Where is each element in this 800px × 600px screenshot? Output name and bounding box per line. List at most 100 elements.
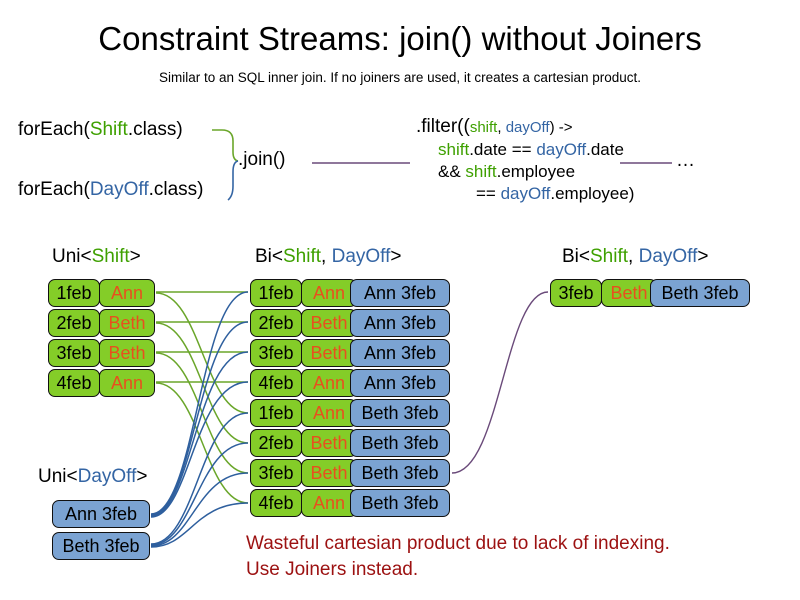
uni-shift-type: Shift <box>91 246 130 267</box>
bi-right-type-a: Shift <box>590 246 629 267</box>
shift-cell-employee: Ann <box>99 369 155 397</box>
filter-line-3: && shift.employee <box>416 161 634 183</box>
product-cell-date: 2feb <box>250 429 302 457</box>
product-cell-date-text: 3feb <box>258 463 294 483</box>
product-cell-date: 1feb <box>250 399 302 427</box>
caption-uni-shift: Uni<Shift> <box>52 246 141 268</box>
filter-line-2: shift.date == dayOff.date <box>416 139 634 161</box>
dayoff-cell: Ann 3feb <box>52 500 150 528</box>
bi-center-type-a: Shift <box>283 246 322 267</box>
bi-center-post: > <box>390 246 402 267</box>
filter-comma: , <box>497 119 506 136</box>
warning-text: Wasteful cartesian product due to lack o… <box>246 531 706 583</box>
filter-open: .filter(( <box>416 116 470 137</box>
bi-center-sep: , <box>321 246 332 267</box>
filter-l3-shift: shift <box>465 162 497 181</box>
product-cell-date: 2feb <box>250 309 302 337</box>
product-cell-employee-text: Ann <box>312 373 346 393</box>
shift-cell-date-text: 4feb <box>56 373 92 393</box>
bi-right-type-b: DayOff <box>638 246 698 267</box>
shift-cell-employee-text: Ann <box>110 373 144 393</box>
bi-center-type-b: DayOff <box>331 246 391 267</box>
filter-l2-dayoff: dayOff <box>536 140 587 159</box>
shift-cell-employee-text: Beth <box>108 313 146 333</box>
page-title: Constraint Streams: join() without Joine… <box>98 20 702 57</box>
filter-l4-eq: == <box>476 184 501 203</box>
product-cell-date: 1feb <box>250 279 302 307</box>
shift-cell-date-text: 3feb <box>56 343 92 363</box>
product-cell-dayoff-text: Beth 3feb <box>361 403 439 423</box>
uni-dayoff-post: > <box>136 466 148 487</box>
dayoff-cell: Beth 3feb <box>52 532 150 560</box>
product-cell-date: 4feb <box>250 489 302 517</box>
product-cell-dayoff: Ann 3feb <box>350 309 450 337</box>
product-cell-employee: Beth <box>301 429 357 457</box>
shift-cell-employee-text: Beth <box>108 343 146 363</box>
shift-cell-date: 1feb <box>48 279 100 307</box>
code-ellipsis: … <box>676 150 696 171</box>
code-join-label: .join() <box>238 149 286 170</box>
product-cell-employee-text: Ann <box>312 283 346 303</box>
warning-line-2: Use Joiners instead. <box>246 559 419 580</box>
product-cell-date-text: 1feb <box>258 403 294 423</box>
uni-shift-pre: Uni< <box>52 246 92 267</box>
shift-cell-employee-text: Ann <box>110 283 144 303</box>
uni-shift-post: > <box>129 246 141 267</box>
product-cell-employee: Beth <box>301 309 357 337</box>
filter-l2-end: .date <box>586 140 624 159</box>
filter-l2-shift: shift <box>438 140 470 159</box>
code-filter-block: .filter((shift, dayOff) ->shift.date == … <box>416 116 634 205</box>
foreach-dayoff-suffix: .class) <box>148 179 204 200</box>
uni-dayoff-pre: Uni< <box>38 466 78 487</box>
filter-line-1: .filter((shift, dayOff) -> <box>416 116 573 137</box>
dayoff-cell-text: Beth 3feb <box>62 536 140 556</box>
foreach-shift-suffix: .class) <box>127 119 183 140</box>
result-cell-employee-text: Beth <box>610 283 648 303</box>
product-cell-employee: Beth <box>301 339 357 367</box>
product-cell-dayoff-text: Ann 3feb <box>363 313 437 333</box>
bi-right-post: > <box>697 246 709 267</box>
product-cell-date-text: 4feb <box>258 493 294 513</box>
result-cell-date: 3feb <box>550 279 602 307</box>
product-cell-date-text: 1feb <box>258 283 294 303</box>
product-cell-date-text: 2feb <box>258 433 294 453</box>
foreach-dayoff-prefix: forEach( <box>18 179 90 200</box>
product-cell-employee-text: Beth <box>310 433 348 453</box>
result-cell-dayoff-text: Beth 3feb <box>661 283 739 303</box>
product-cell-dayoff: Beth 3feb <box>350 489 450 517</box>
product-cell-dayoff-text: Ann 3feb <box>363 343 437 363</box>
filter-arrow: ) -> <box>549 119 573 136</box>
foreach-shift-type: Shift <box>89 119 128 140</box>
product-cell-employee: Beth <box>301 459 357 487</box>
result-cell-employee: Beth <box>601 279 657 307</box>
product-cell-employee-text: Beth <box>310 343 348 363</box>
shift-cell-date-text: 1feb <box>56 283 92 303</box>
shift-cell-date: 4feb <box>48 369 100 397</box>
filter-l2-mid: .date == <box>469 140 537 159</box>
product-cell-dayoff: Beth 3feb <box>350 399 450 427</box>
bi-right-sep: , <box>628 246 639 267</box>
product-cell-dayoff: Ann 3feb <box>350 279 450 307</box>
product-cell-employee: Ann <box>301 489 357 517</box>
product-cell-date: 3feb <box>250 339 302 367</box>
code-foreach-shift: forEach(Shift.class) <box>18 118 183 142</box>
foreach-shift-prefix: forEach( <box>18 119 90 140</box>
shift-cell-employee: Beth <box>99 339 155 367</box>
caption-bi-center: Bi<Shift, DayOff> <box>255 246 401 268</box>
filter-l3-end: .employee <box>496 162 576 181</box>
product-cell-employee: Ann <box>301 369 357 397</box>
page-subtitle: Similar to an SQL inner join. If no join… <box>159 70 641 85</box>
product-cell-date-text: 3feb <box>258 343 294 363</box>
caption-bi-right: Bi<Shift, DayOff> <box>562 246 708 268</box>
foreach-dayoff-type: DayOff <box>89 179 149 200</box>
filter-line-4: == dayOff.employee) <box>416 183 634 205</box>
filter-l4-dayoff: dayOff <box>500 184 551 203</box>
product-cell-dayoff-text: Beth 3feb <box>361 433 439 453</box>
product-cell-employee-text: Beth <box>310 313 348 333</box>
warning-line-1: Wasteful cartesian product due to lack o… <box>246 533 670 554</box>
dayoff-cell-text: Ann 3feb <box>64 504 138 524</box>
product-cell-employee-text: Ann <box>312 493 346 513</box>
product-cell-employee-text: Beth <box>310 463 348 483</box>
product-cell-dayoff-text: Ann 3feb <box>363 373 437 393</box>
